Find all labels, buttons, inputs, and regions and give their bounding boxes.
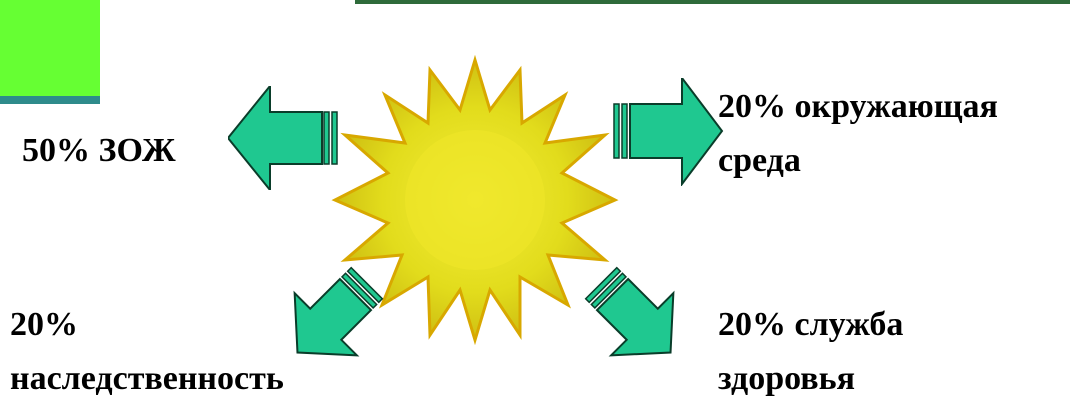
arrow-down-left-icon	[293, 266, 384, 357]
arrow-right-icon	[613, 78, 724, 186]
sun-icon	[331, 55, 619, 345]
slide-top-rule	[355, 0, 1070, 4]
label-healthy-lifestyle: 50% ЗОЖ	[22, 132, 176, 169]
label-heredity-line1: 20%	[10, 306, 78, 343]
slide-accent-bar	[0, 96, 100, 104]
label-environment-line1: 20% окружающая	[718, 88, 998, 125]
arrow-left-icon	[228, 86, 338, 190]
label-heredity-line2: наследственность	[10, 360, 284, 397]
label-environment-line2: среда	[718, 142, 801, 179]
arrow-down-right-icon	[584, 266, 675, 357]
label-health-service-line1: 20% служба	[718, 306, 904, 343]
slide-accent-block	[0, 0, 100, 98]
label-health-service-line2: здоровья	[718, 360, 856, 397]
